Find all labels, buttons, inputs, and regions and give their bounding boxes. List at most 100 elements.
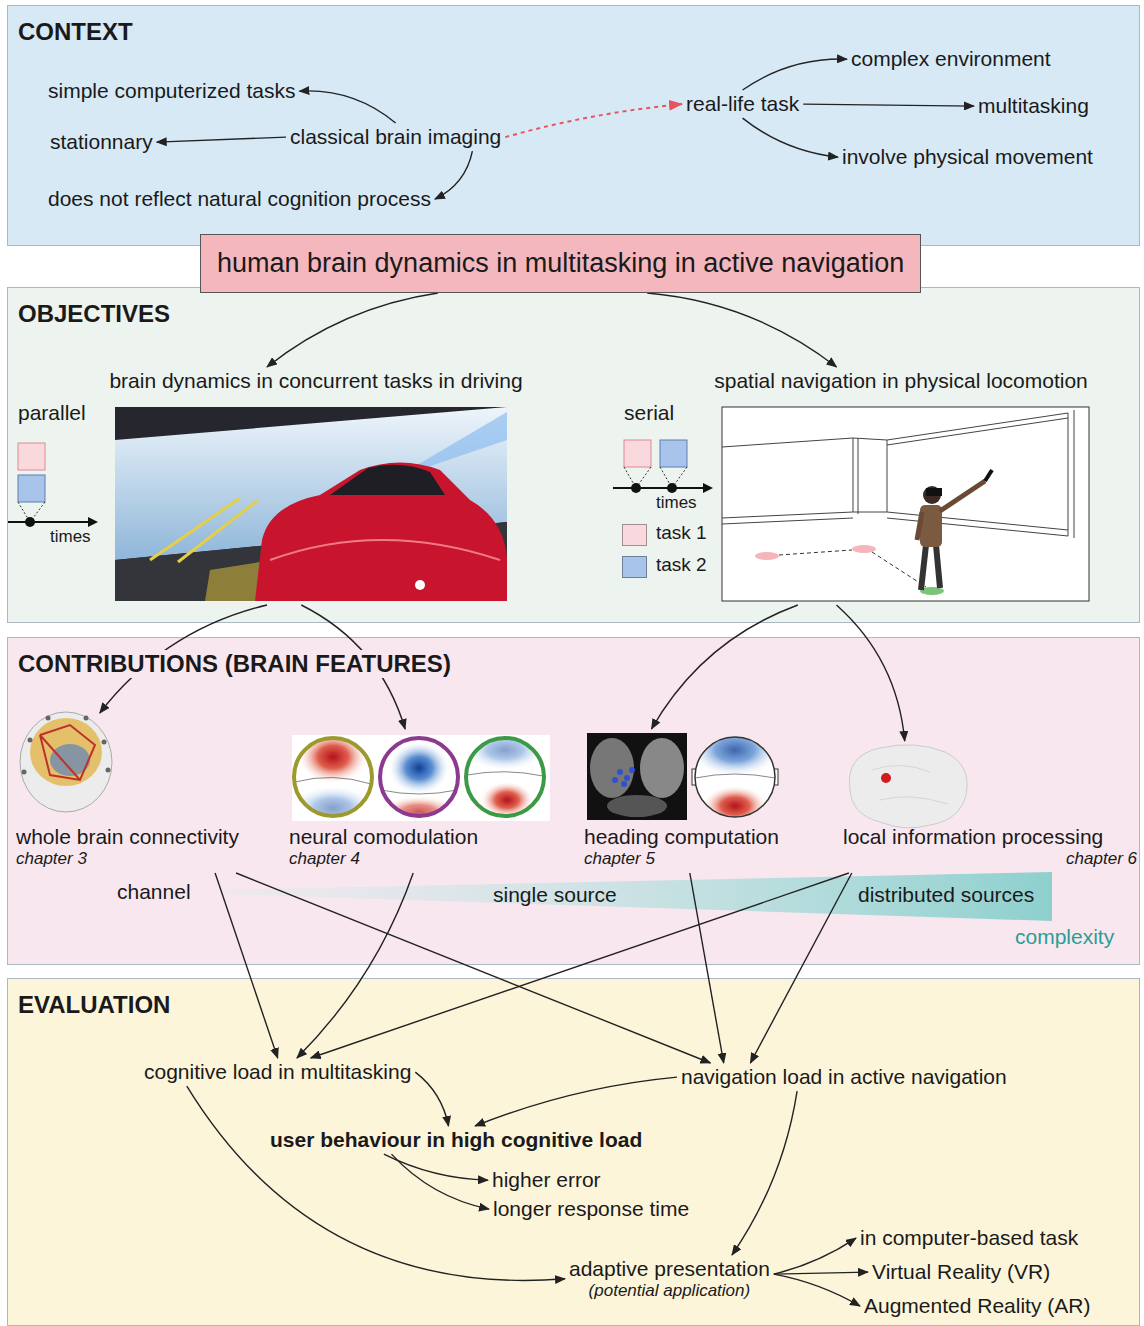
connector-arrow <box>837 605 905 741</box>
topography-maps-part <box>291 731 375 830</box>
connector-arrow <box>299 91 395 123</box>
head-connectivity-icon-part <box>20 712 112 812</box>
head-connectivity-icon-part <box>46 716 51 721</box>
topography-maps-part <box>294 738 372 816</box>
connector-arrow <box>392 1154 490 1209</box>
navigation-room-drawing-part <box>722 518 853 524</box>
parallel-timeline <box>8 443 98 527</box>
section-heading: CONTRIBUTIONS (BRAIN FEATURES) <box>15 650 454 678</box>
connector-arrow <box>743 118 838 157</box>
topography-maps-part <box>295 739 371 815</box>
node-text: multitasking <box>978 94 1089 118</box>
brain-icon-part <box>872 765 948 804</box>
navigation-room-drawing-part <box>921 545 926 590</box>
mri-and-topography <box>587 724 779 826</box>
connector-arrow <box>774 1238 856 1274</box>
connector-arrow <box>505 104 682 137</box>
driving-simulator-photo-part <box>150 498 240 560</box>
topography-maps-part <box>465 730 545 818</box>
navigation-room-drawing-part <box>755 552 779 560</box>
driving-simulator-photo-part <box>178 500 258 562</box>
connector-arrow <box>100 605 267 713</box>
node-text: whole brain connectivity <box>16 825 239 849</box>
parallel-timeline-part <box>8 521 90 523</box>
serial-timeline-part <box>703 483 713 493</box>
connector-arrow <box>415 1072 448 1126</box>
mri-and-topography-part <box>624 775 630 781</box>
navigation-room-drawing-part <box>940 481 985 511</box>
topography-maps-part-part <box>291 786 375 830</box>
connector-arrow <box>732 1091 797 1255</box>
evaluation-item: cognitive load in multitasking <box>140 1058 415 1086</box>
topography-maps-part-part <box>481 782 533 818</box>
topography-maps-part <box>466 738 544 816</box>
mri-and-topography-part-part <box>703 786 767 826</box>
mri-and-topography-part <box>695 737 775 817</box>
navigation-room-drawing-part <box>887 440 888 512</box>
navigation-room-drawing-part <box>779 550 852 555</box>
mri-and-topography-part <box>692 769 697 785</box>
driving-simulator-photo-part <box>205 562 260 601</box>
node-text: complex environment <box>851 47 1051 71</box>
serial-timeline-part <box>613 487 705 489</box>
mri-and-topography-part <box>629 767 635 773</box>
node-text: in computer-based task <box>860 1226 1078 1250</box>
node-text: brain dynamics in concurrent tasks in dr… <box>109 369 522 393</box>
brain-feature: local information processingchapter 6 <box>843 741 1137 873</box>
legend-text: task 2 <box>656 554 707 576</box>
head-connectivity-icon-part <box>50 744 90 776</box>
driving-simulator-photo-part <box>255 463 507 602</box>
mode-label: parallel <box>18 401 86 425</box>
node-text: heading computation <box>584 825 779 849</box>
node-text: Virtual Reality (VR) <box>872 1260 1050 1284</box>
head-connectivity-icon-part <box>40 725 95 780</box>
head-connectivity-icon-part <box>30 718 102 786</box>
section-heading: OBJECTIVES <box>15 300 173 328</box>
driving-simulator-photo-part <box>415 580 425 590</box>
connector-arrow <box>435 151 473 199</box>
brain-feature: whole brain connectivitychapter 3 <box>16 713 278 873</box>
application-item: in computer-based task <box>856 1224 1082 1252</box>
navigation-room-drawing-part <box>926 488 942 496</box>
evaluation-item: longer response time <box>489 1195 693 1223</box>
connector-arrow <box>647 293 836 367</box>
node-text: chapter 3 <box>16 849 87 869</box>
navigation-room-drawing-part <box>920 587 944 595</box>
topography-maps-part-part <box>465 730 545 770</box>
brain-icon-part <box>881 773 891 783</box>
navigation-room-drawing-part <box>722 407 1089 601</box>
node-text: adaptive presentation <box>569 1257 770 1281</box>
section-heading: EVALUATION <box>15 991 173 1019</box>
driving-simulator-photo-part <box>115 522 507 601</box>
node-text: neural comodulation <box>289 825 478 849</box>
serial-timeline-part <box>624 440 651 467</box>
navigation-room-drawing-part <box>985 470 992 481</box>
complexity-wedge <box>225 872 1052 921</box>
navigation-room-drawing-part <box>872 552 926 587</box>
node-text: chapter 4 <box>289 849 360 869</box>
navigation-room-drawing-part <box>887 418 1068 445</box>
node-text: (potential application) <box>589 1281 751 1301</box>
node-text: longer response time <box>493 1197 689 1221</box>
context-item: simple computerized tasks <box>44 77 299 105</box>
context-item: does not reflect natural cognition proce… <box>44 185 435 213</box>
scale-label: single source <box>493 883 617 907</box>
application-item: adaptive presentation(potential applicat… <box>565 1255 774 1303</box>
node-text: real-life task <box>686 92 799 116</box>
mri-and-topography-part <box>587 733 687 820</box>
connector-arrow <box>215 873 278 1058</box>
connector-arrow <box>774 1274 860 1306</box>
context-item: involve physical movement <box>838 143 1097 171</box>
axis-title: complexity <box>1015 925 1114 949</box>
connector-arrow <box>750 873 851 1063</box>
node-text: stationnary <box>50 130 153 154</box>
connector-arrow <box>311 873 849 1058</box>
objective-panel: brain dynamics in concurrent tasks in dr… <box>71 367 561 605</box>
serial-timeline-part <box>672 467 687 488</box>
navigation-room-drawing-part <box>722 413 1068 447</box>
connector-arrow <box>236 873 710 1063</box>
connector-arrow <box>475 1077 677 1126</box>
objective-panel: spatial navigation in physical locomotio… <box>686 367 1116 605</box>
evaluation-item: navigation load in active navigation <box>677 1063 1011 1091</box>
